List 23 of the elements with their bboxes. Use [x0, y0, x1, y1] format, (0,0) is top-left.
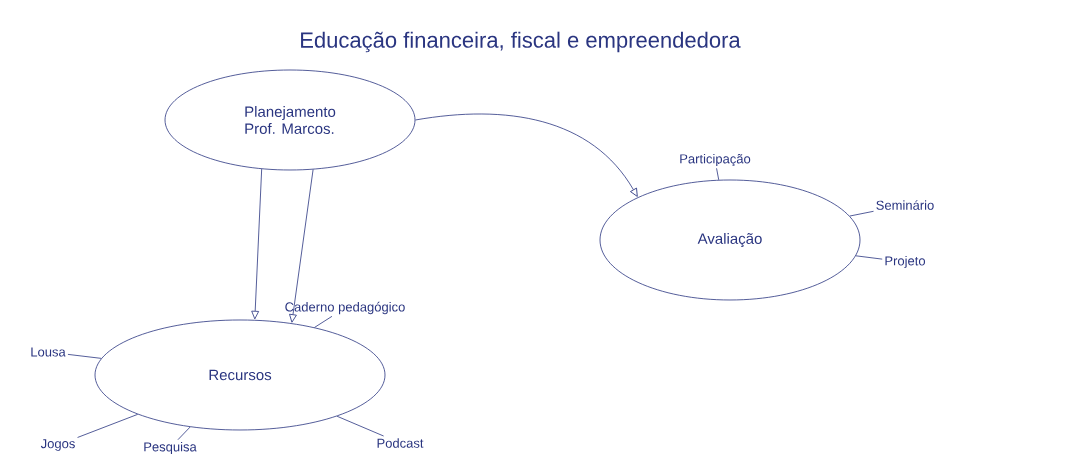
leaf-label: Pesquisa — [144, 441, 197, 455]
ellipse-node: Planejamento Prof. Marcos. — [164, 69, 416, 171]
connector-line — [716, 167, 720, 181]
connector-line — [77, 413, 139, 438]
connector-line — [177, 426, 191, 441]
leaf-label: Podcast — [377, 438, 424, 448]
arrow — [251, 168, 263, 320]
connector-line — [849, 210, 874, 217]
ellipse-node: Avaliação — [599, 179, 861, 301]
leaf-label: Jogos — [40, 439, 75, 451]
leaf-label: Lousa — [31, 347, 66, 357]
title: Educação financeira, fiscal e empreendedora — [301, 31, 741, 53]
arrow — [415, 113, 638, 197]
leaf-label: Caderno pedagógico — [285, 301, 405, 315]
leaf-label: Participação — [680, 153, 751, 167]
leaf-label: Projeto — [885, 255, 926, 269]
connector-line — [855, 255, 883, 260]
connector-line — [336, 415, 384, 437]
arrow — [289, 169, 314, 323]
ellipse-node: Recursos — [94, 319, 386, 431]
leaf-label: Seminário — [876, 200, 934, 210]
connector-line — [314, 315, 333, 328]
connector-line — [67, 354, 102, 359]
